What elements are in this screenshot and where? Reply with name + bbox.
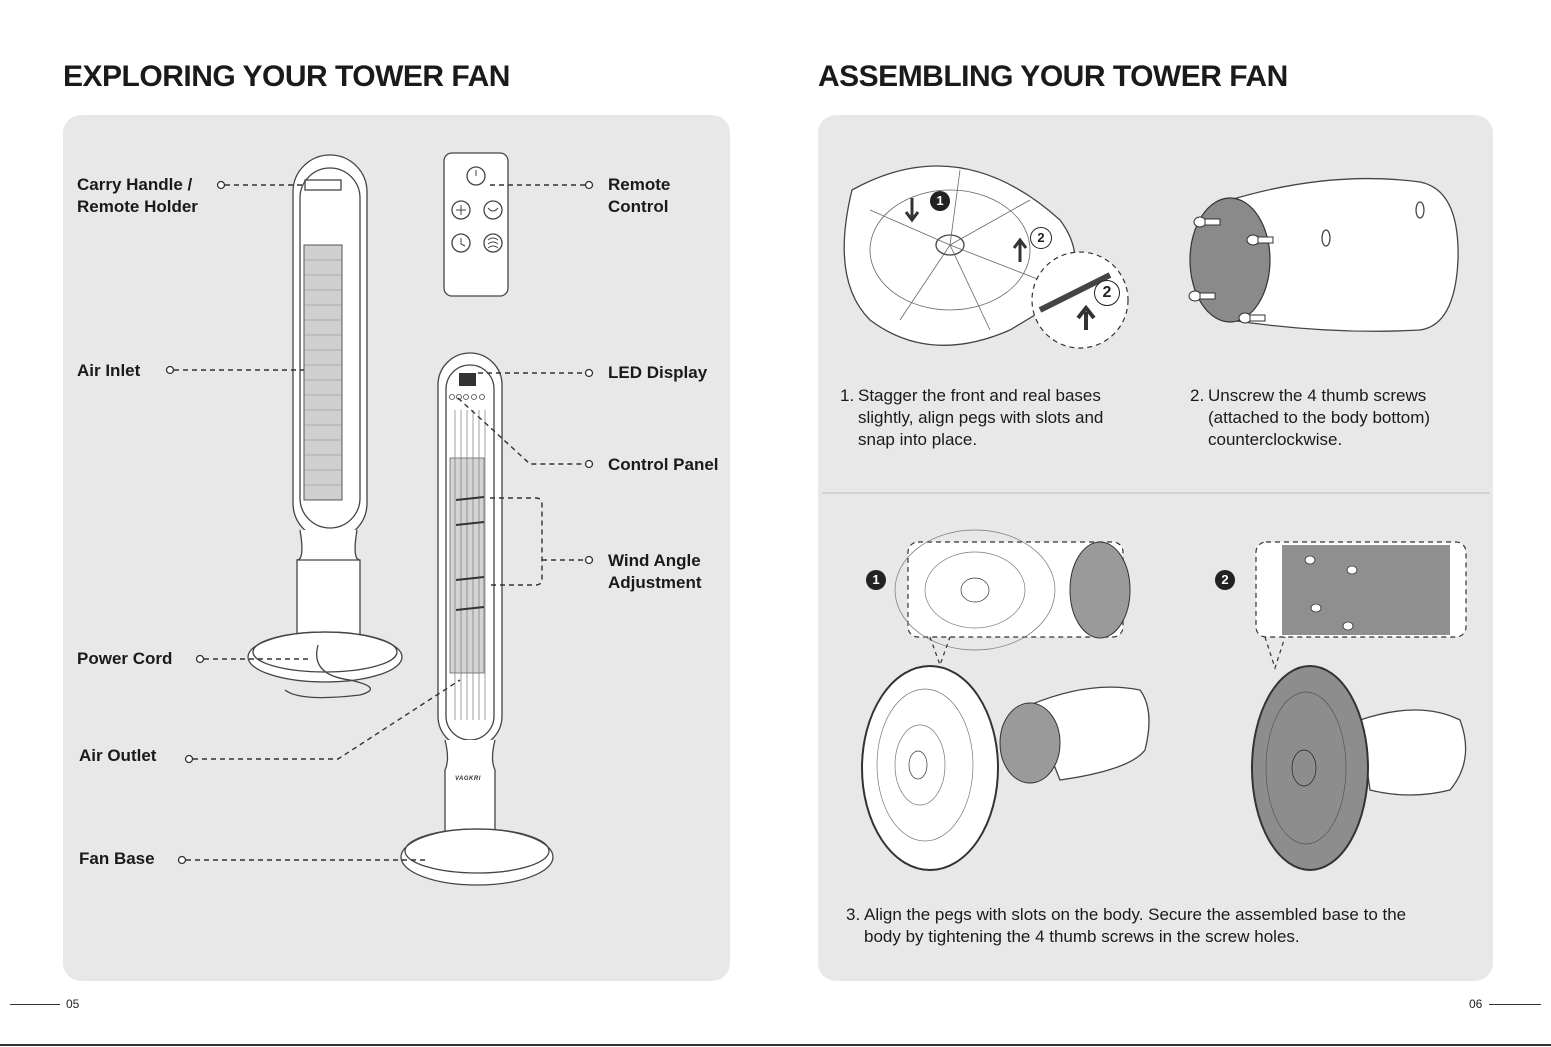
page-line-right xyxy=(1489,1004,1541,1005)
step-number: 1. xyxy=(840,386,855,405)
step1-base-illustration xyxy=(843,165,1129,349)
page-number-left: 05 xyxy=(66,997,80,1011)
page-line-left xyxy=(10,1004,60,1005)
assembly-step-2: 2. Unscrew the 4 thumb screws (attached … xyxy=(1190,385,1430,451)
step-number: 3. xyxy=(846,905,861,924)
label-led-display: LED Display xyxy=(608,363,708,382)
assembly-step-3: 3. Align the pegs with slots on the body… xyxy=(846,904,1406,948)
brand-mark: VAGKRI xyxy=(455,776,481,782)
badge-step1-a: 1 xyxy=(930,191,950,211)
badge-step3-one: 1 xyxy=(866,570,886,590)
step-text: Unscrew the 4 thumb screws (attached to … xyxy=(1208,386,1431,449)
label-fan-base: Fan Base xyxy=(79,849,155,868)
step-text: Align the pegs with slots on the body. S… xyxy=(864,905,1407,946)
label-power-cord: Power Cord xyxy=(77,649,173,668)
label-control-panel: Control Panel xyxy=(608,455,719,474)
step-text: Stagger the front and real bases slightl… xyxy=(858,386,1104,449)
page-number-right: 06 xyxy=(1469,997,1483,1011)
step2-body-illustration xyxy=(1188,177,1459,332)
right-page-title: ASSEMBLING YOUR TOWER FAN xyxy=(818,60,1288,93)
bottom-rule xyxy=(0,1044,1551,1046)
badge-step1-b: 2 xyxy=(1030,227,1052,249)
label-carry-handle: Carry Handle / Remote Holder xyxy=(77,175,198,216)
label-air-inlet: Air Inlet xyxy=(77,361,141,380)
assembly-step-1: 1. Stagger the front and real bases slig… xyxy=(840,385,1103,451)
left-page-title: EXPLORING YOUR TOWER FAN xyxy=(63,60,510,93)
badge-step1-c: 2 xyxy=(1094,280,1120,306)
exploring-panel xyxy=(63,115,730,981)
step-number: 2. xyxy=(1190,386,1205,405)
label-air-outlet: Air Outlet xyxy=(79,746,157,765)
label-wind-angle: Wind Angle Adjustment xyxy=(608,551,702,592)
label-remote-control: Remote Control xyxy=(608,175,671,216)
badge-step3-two: 2 xyxy=(1215,570,1235,590)
